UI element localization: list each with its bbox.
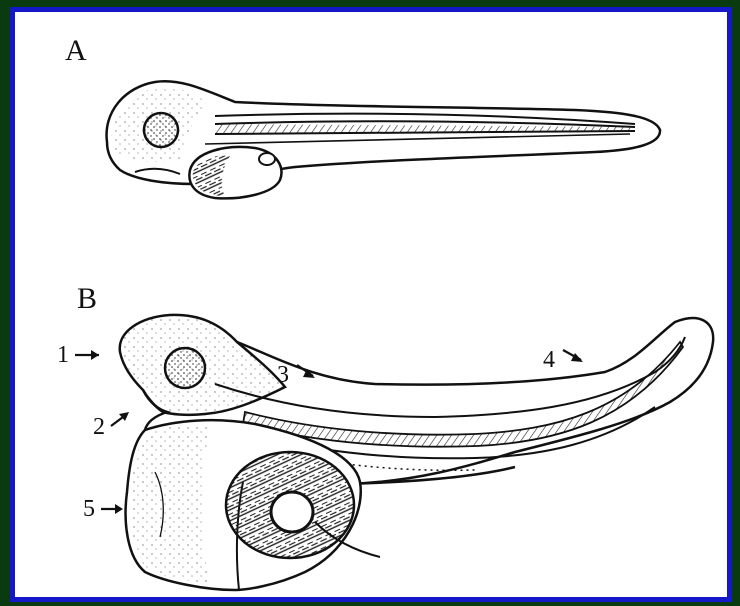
- callout-4-label: 4: [543, 347, 555, 373]
- callout-2-label: 2: [93, 414, 105, 440]
- larva-b-pericardium-stipple: [130, 426, 210, 582]
- larva-a-eye: [144, 113, 178, 147]
- larva-b-eye: [165, 348, 205, 388]
- larva-a: A: [65, 34, 660, 198]
- larva-b: B: [57, 282, 713, 590]
- panel-label-b: B: [77, 282, 97, 315]
- callout-5-label: 5: [83, 496, 95, 522]
- callout-3-label: 3: [277, 362, 289, 388]
- callout-1-arrowhead: [91, 350, 99, 360]
- larva-a-oil-globule: [259, 153, 275, 165]
- figure-panel: A B: [10, 7, 732, 602]
- larva-illustration: A B: [15, 12, 727, 597]
- panel-label-a: A: [65, 34, 87, 67]
- larva-b-oil-globule: [271, 492, 313, 532]
- callout-1-label: 1: [57, 342, 69, 368]
- larva-b-notochord: [243, 342, 683, 447]
- callout-5-arrowhead: [115, 504, 123, 514]
